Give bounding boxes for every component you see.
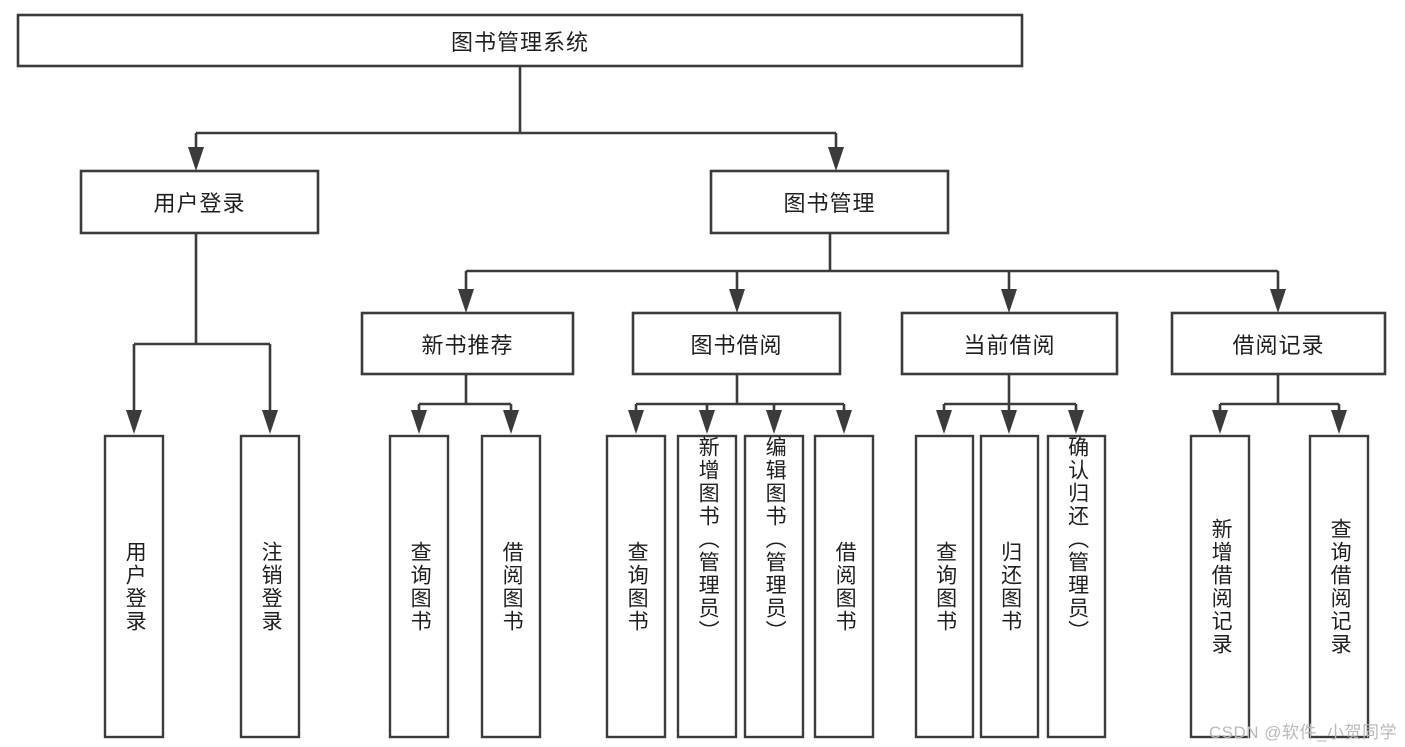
node-new-book-recommend[interactable] [360, 311, 575, 376]
edges-root-to-level2 [188, 66, 844, 171]
csdn-watermark: CSDN @软件_小贺同学 [1208, 723, 1397, 742]
edges-currentborrow-to-leaves [936, 374, 1084, 434]
edges-bookborrow-to-leaves [628, 374, 852, 434]
leaf-book-borrow-3[interactable] [813, 434, 875, 739]
node-root[interactable] [16, 13, 1024, 68]
edges-userlogin-to-leaves [126, 233, 278, 434]
node-book-management[interactable] [709, 169, 950, 235]
edges-newbook-to-leaves [411, 374, 519, 434]
leaf-user-login-1[interactable] [239, 434, 301, 739]
leaf-borrow-record-1[interactable] [1308, 434, 1370, 739]
leaf-book-borrow-1[interactable] [676, 434, 738, 739]
node-book-borrow[interactable] [631, 311, 842, 376]
node-borrow-record[interactable] [1170, 311, 1387, 376]
leaf-borrow-record-0[interactable] [1189, 434, 1251, 739]
edges-borrowrecord-to-leaves [1212, 374, 1347, 434]
node-current-borrow[interactable] [900, 311, 1119, 376]
leaf-new-book-1[interactable] [480, 434, 542, 739]
leaf-book-borrow-2[interactable] [743, 434, 805, 739]
node-user-login[interactable] [79, 169, 320, 235]
leaf-current-borrow-2[interactable] [1046, 434, 1107, 739]
leaf-user-login-0[interactable] [103, 434, 165, 739]
leaf-current-borrow-1[interactable] [979, 434, 1040, 739]
leaf-book-borrow-0[interactable] [605, 434, 667, 739]
edges-bookmgmt-to-level3 [458, 233, 1286, 313]
leaf-current-borrow-0[interactable] [914, 434, 975, 739]
leaf-new-book-0[interactable] [388, 434, 450, 739]
